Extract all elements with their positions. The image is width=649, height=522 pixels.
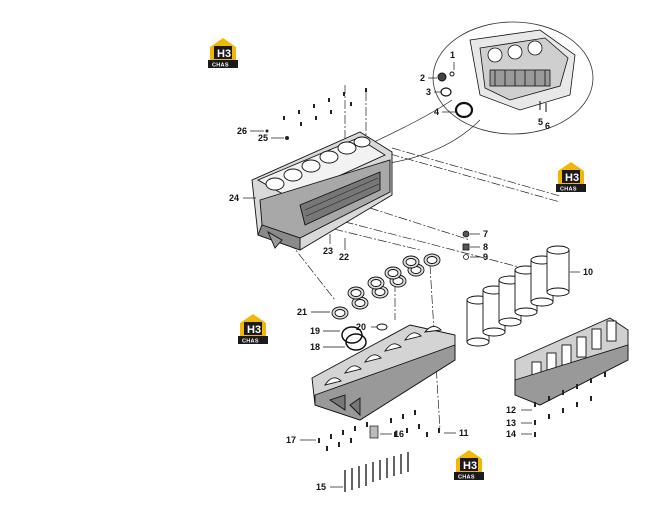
label-5: 5 [538,117,543,127]
svg-text:H3: H3 [565,172,579,184]
label-10: 10 [583,267,593,277]
label-17: 17 [286,435,296,445]
svg-text:CHAS: CHAS [242,339,259,345]
label-25: 25 [258,133,268,143]
label-1: 1 [450,50,455,60]
inset-block-drawing [469,29,576,111]
cylinder-block [251,131,393,251]
logo-stamp-4: H3 CHAS [454,450,484,481]
svg-text:CHAS: CHAS [212,63,229,69]
part-labels: 1 2 3 4 5 6 7 8 9 10 11 12 13 14 15 16 1… [229,50,593,492]
inset-parts [437,71,547,119]
svg-text:CHAS: CHAS [458,475,475,481]
svg-text:H3: H3 [247,324,261,336]
logo-stamp-1: H3 CHAS [208,38,238,69]
logo-stamp-3: H3 CHAS [238,314,268,345]
label-6: 6 [545,121,550,131]
label-11: 11 [459,428,469,438]
label-23: 23 [323,246,333,256]
lower-crankcase [311,324,456,421]
label-15: 15 [316,482,326,492]
main-bearing-shells [331,253,441,320]
label-9: 9 [483,252,488,262]
label-4: 4 [434,107,439,117]
label-20: 20 [356,322,366,332]
label-26: 26 [237,126,247,136]
label-18: 18 [310,342,320,352]
top-bolt-row [265,88,367,140]
plug-parts-7-9 [462,230,470,260]
bedplate-bolts [534,372,606,437]
cylinder-liners [466,245,570,347]
label-7: 7 [483,229,488,239]
label-13: 13 [506,418,516,428]
label-12: 12 [506,405,516,415]
lower-bolt-row [318,410,440,451]
bedplate-assembly [514,317,629,406]
thrust-washers [341,323,388,351]
label-2: 2 [420,73,425,83]
label-16: 16 [394,429,404,439]
label-24: 24 [229,193,239,203]
label-22: 22 [339,252,349,262]
label-ticks [243,62,580,488]
svg-text:H3: H3 [463,460,477,472]
label-19: 19 [310,326,320,336]
svg-text:CHAS: CHAS [560,187,577,193]
label-3: 3 [426,87,431,97]
label-21: 21 [297,307,307,317]
detail-inset [432,21,594,135]
svg-text:H3: H3 [217,48,231,60]
logo-stamp-2: H3 CHAS [556,162,586,193]
long-bolt-set [344,452,409,492]
label-14: 14 [506,429,516,439]
label-8: 8 [483,242,488,252]
